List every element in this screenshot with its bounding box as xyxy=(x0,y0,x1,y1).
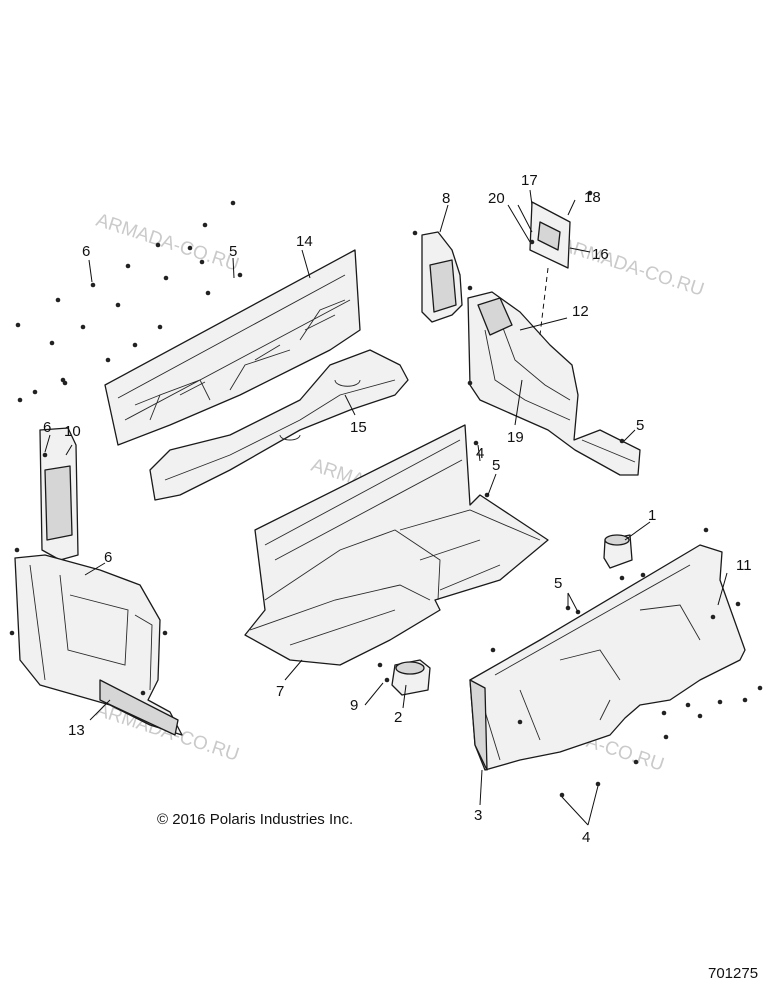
callout-5: 5 xyxy=(229,243,237,260)
part-13-left-side-panel xyxy=(14,554,183,736)
part-1-cup xyxy=(603,534,633,569)
callout-18: 18 xyxy=(584,189,601,206)
callout-6: 6 xyxy=(82,243,90,260)
callout-16: 16 xyxy=(592,246,609,263)
callout-7: 7 xyxy=(276,683,284,700)
callout-2: 2 xyxy=(394,709,402,726)
callout-3: 3 xyxy=(474,807,482,824)
leader-lines xyxy=(44,189,728,826)
watermark: ARMADA-CO.RU xyxy=(93,700,241,766)
document-number: 701275 xyxy=(708,965,758,982)
callout-4: 4 xyxy=(476,445,484,462)
callout-6: 6 xyxy=(43,419,51,436)
callout-1: 1 xyxy=(648,507,656,524)
callout-13: 13 xyxy=(68,722,85,739)
callout-15: 15 xyxy=(350,419,367,436)
callout-5: 5 xyxy=(492,457,500,474)
part-3-rear-frame xyxy=(469,544,746,771)
part-7-floor-tub xyxy=(244,424,549,666)
part-8-side-bracket xyxy=(421,231,463,323)
callout-19: 19 xyxy=(507,429,524,446)
callout-labels: 1 2 3 4 4 5 5 5 5 6 6 6 7 8 9 10 11 12 1… xyxy=(43,172,752,846)
watermark: ARMADA-CO.RU xyxy=(558,235,706,301)
callout-9: 9 xyxy=(350,697,358,714)
fasteners xyxy=(9,190,763,798)
part-10-vent-panel xyxy=(39,427,79,561)
callout-6: 6 xyxy=(104,549,112,566)
assembly-line-16-12 xyxy=(539,267,549,336)
callout-10: 10 xyxy=(64,423,81,440)
callout-5: 5 xyxy=(554,575,562,592)
callout-4: 4 xyxy=(582,829,590,846)
callout-20: 20 xyxy=(488,190,505,207)
part-14-rear-panel xyxy=(104,249,361,446)
part-16-plate xyxy=(529,201,571,269)
callout-17: 17 xyxy=(521,172,538,189)
callout-5: 5 xyxy=(636,417,644,434)
part-12-side-frame xyxy=(467,291,641,476)
copyright-text: © 2016 Polaris Industries Inc. xyxy=(157,811,353,828)
callout-8: 8 xyxy=(442,190,450,207)
callout-11: 11 xyxy=(736,557,752,574)
callout-14: 14 xyxy=(296,233,313,250)
callout-12: 12 xyxy=(572,303,589,320)
part-15-cross-member xyxy=(149,349,409,501)
watermark: ARMADA-CO.RU xyxy=(93,210,241,276)
part-2-cup-holder xyxy=(391,659,431,696)
